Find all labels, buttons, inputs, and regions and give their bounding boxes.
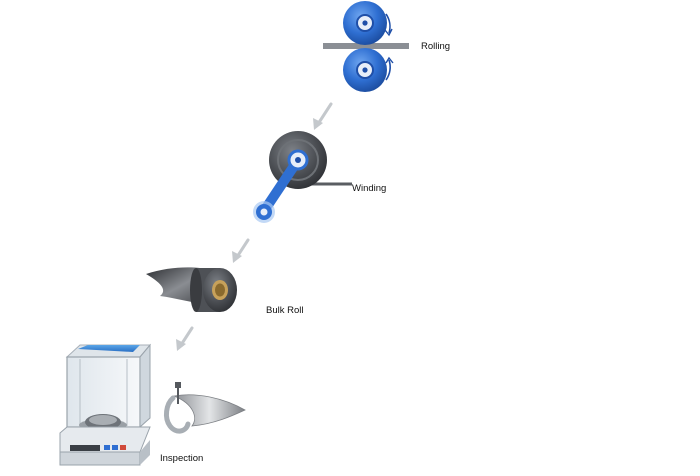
foil-roll-icon (146, 267, 237, 312)
analytical-balance-icon (59, 343, 246, 466)
thickness-gauge (163, 395, 191, 434)
flow-arrow-icon (313, 102, 333, 130)
step-label-winding: Winding (352, 183, 387, 194)
winding-machine-icon (253, 131, 352, 223)
metal-strip (323, 43, 409, 49)
flow-arrow-icon (232, 238, 250, 263)
rotation-arrow-icon (385, 13, 391, 34)
balance-display (70, 445, 100, 451)
foil-sample (172, 394, 246, 427)
step-label-bulk-roll: Bulk Roll (266, 305, 304, 316)
rotation-arrow-icon (385, 59, 391, 81)
step-label-rolling: Rolling (421, 41, 451, 52)
step-label-inspection: Inspection (160, 453, 204, 464)
flow-arrow-icon (176, 326, 194, 351)
rolling-mill-icon (323, 1, 409, 92)
